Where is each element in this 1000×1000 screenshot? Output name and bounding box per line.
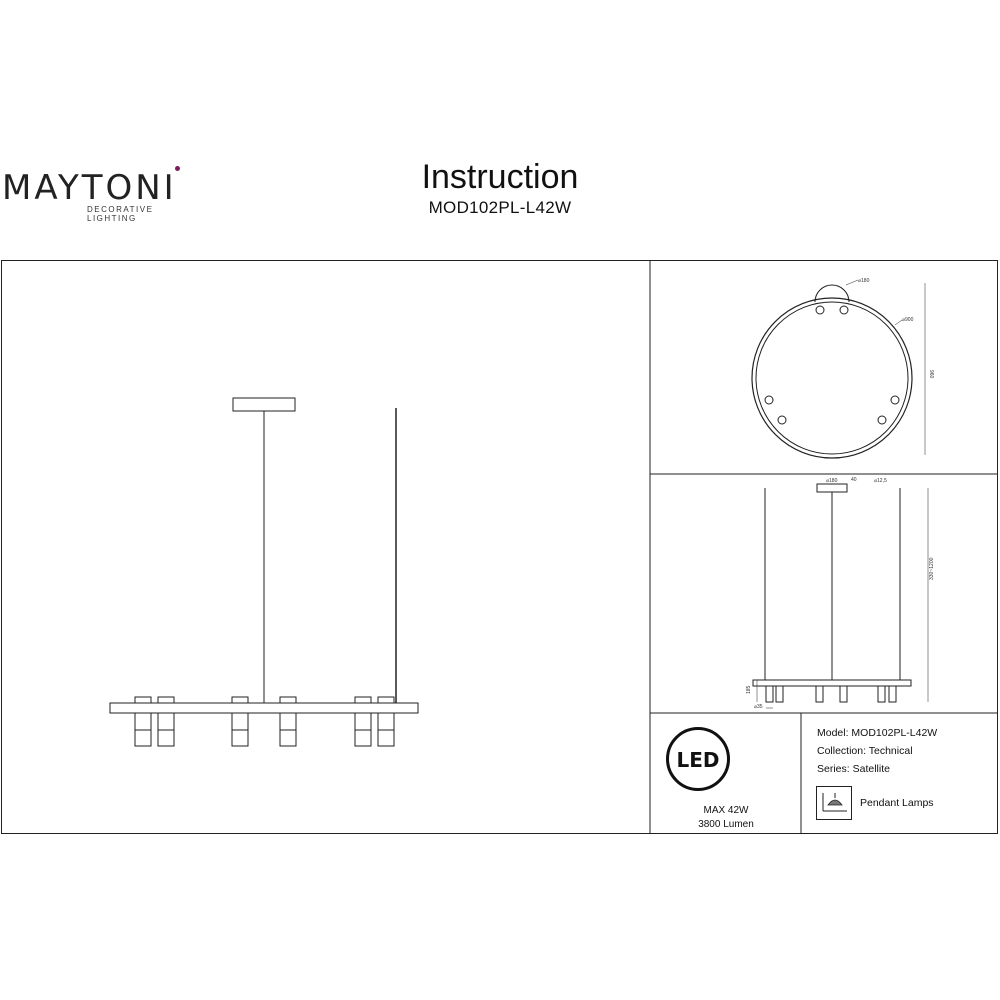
ring-body: [109, 702, 419, 714]
dim-canopy-height: 40: [851, 477, 857, 483]
led-badge: LED: [666, 727, 730, 791]
dim-cable: ⌀12,5: [874, 478, 887, 484]
led-lumen: 3800 Lumen: [698, 819, 754, 830]
canopy-top: [814, 284, 850, 303]
header-model: MOD102PL-L42W: [428, 198, 572, 217]
led-power: MAX 42W: [703, 805, 749, 816]
brand-logo: MAYTONI DECORATIVE LIGHTING: [0, 160, 190, 223]
page-title: Instruction: [421, 158, 579, 196]
ring-inner: [755, 301, 909, 455]
dim-drop: 330~1200: [929, 557, 935, 580]
led-panel: LED MAX 42W 3800 Lumen: [651, 713, 801, 834]
dim-spot: ⌀35: [754, 704, 763, 710]
spot-fixtures: [134, 696, 395, 747]
drawing-frame: [1, 260, 998, 834]
dim-ring-width: 960: [928, 370, 934, 379]
dim-body-height: 185: [746, 685, 752, 694]
pendant-lamp-icon: [816, 786, 852, 820]
ring-side: [752, 679, 912, 687]
spec-series: Series: Satellite: [817, 763, 890, 775]
canopy-side: [816, 483, 848, 493]
spec-collection: Collection: Technical: [817, 745, 913, 757]
side-spots: [765, 685, 897, 703]
dim-canopy-top: ⌀180: [858, 278, 870, 284]
ring-outer: [751, 297, 913, 459]
lamp-side-view: [752, 483, 929, 709]
spec-category: Pendant Lamps: [860, 797, 934, 809]
led-badge-label: LED: [676, 748, 720, 772]
dim-ring: ⌀900: [902, 317, 914, 323]
dim-canopy-side: ⌀180: [826, 478, 838, 484]
brand-logo-dot: [175, 166, 180, 171]
brand-tagline: DECORATIVE LIGHTING: [87, 205, 154, 223]
brand-name: MAYTONI: [2, 168, 177, 208]
canopy: [232, 397, 296, 412]
spec-model: Model: MOD102PL-L42W: [817, 727, 938, 739]
lamp-perspective-view: [109, 397, 419, 747]
lamp-top-view: [751, 279, 926, 459]
